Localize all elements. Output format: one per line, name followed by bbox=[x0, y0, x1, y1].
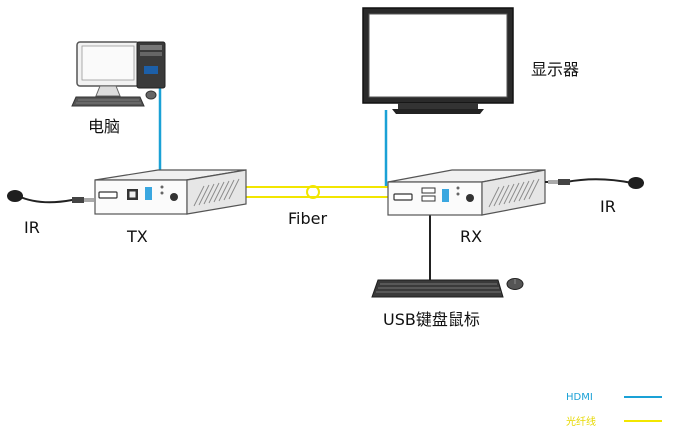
usb-kbm-label: USB键盘鼠标 bbox=[383, 310, 480, 329]
rx-usb-port-bottom bbox=[421, 195, 436, 202]
tx-label: TX bbox=[126, 227, 148, 246]
rx-label: RX bbox=[460, 227, 482, 246]
fiber-cable bbox=[246, 185, 390, 199]
keyboard-mouse-icon bbox=[371, 278, 524, 298]
tx-fiber-port bbox=[170, 193, 178, 201]
fiber-label: Fiber bbox=[288, 209, 327, 228]
tx-device bbox=[94, 169, 247, 215]
ir-right-label: IR bbox=[600, 197, 616, 216]
rx-usb-port-top bbox=[421, 187, 436, 194]
computer-label: 电脑 bbox=[88, 117, 120, 136]
legend: HDMI 光纤线 bbox=[566, 392, 662, 428]
rx-fiber-port bbox=[466, 194, 474, 202]
legend-hdmi-label: HDMI bbox=[566, 392, 593, 403]
tx-dip-switch bbox=[145, 187, 152, 200]
computer-icon bbox=[71, 41, 166, 107]
ir-sensor-right-icon bbox=[545, 177, 644, 189]
rx-hdmi-port bbox=[393, 193, 413, 201]
ir-sensor-left-icon bbox=[7, 190, 94, 204]
monitor-label: 显示器 bbox=[531, 60, 579, 79]
monitor-icon bbox=[362, 7, 514, 114]
tx-hdmi-port bbox=[98, 191, 118, 199]
legend-fiber-label: 光纤线 bbox=[566, 415, 596, 428]
rx-device bbox=[387, 169, 546, 216]
ir-left-label: IR bbox=[24, 218, 40, 237]
rx-dip-switch bbox=[442, 189, 449, 202]
